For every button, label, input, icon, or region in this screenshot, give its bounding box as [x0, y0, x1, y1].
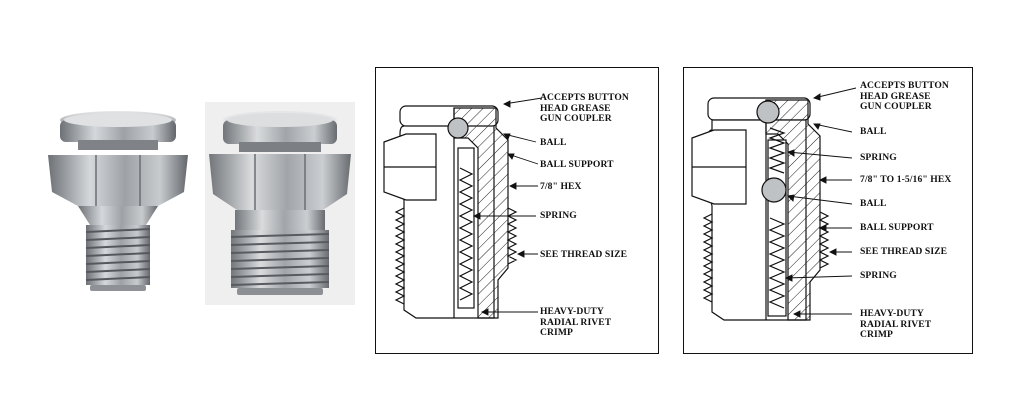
label-thread-size: SEE THREAD SIZE: [540, 249, 628, 260]
label-hex: 7/8" TO 1-5/16" HEX: [860, 174, 952, 185]
label-ball-top: BALL: [860, 126, 887, 137]
label-ball-bottom: BALL: [860, 198, 887, 209]
fitting-photo-small: [38, 100, 196, 300]
label-thread-size: SEE THREAD SIZE: [860, 246, 948, 257]
fitting-photo-large: [205, 102, 355, 305]
label-ball-support: BALL SUPPORT: [860, 222, 934, 233]
label-spring: SPRING: [540, 210, 577, 221]
cross-section-diagram-double-ball: ACCEPTS BUTTON HEAD GREASE GUN COUPLER B…: [683, 67, 973, 354]
label-spring-top: SPRING: [860, 152, 897, 163]
label-crimp: HEAVY-DUTY RADIAL RIVET CRIMP: [540, 306, 612, 338]
label-spring-bottom: SPRING: [860, 270, 897, 281]
label-hex: 7/8" HEX: [540, 181, 582, 192]
label-ball: BALL: [540, 137, 567, 148]
label-ball-support: BALL SUPPORT: [540, 159, 614, 170]
cross-section-diagram-single-ball: ACCEPTS BUTTON HEAD GREASE GUN COUPLER B…: [375, 67, 659, 354]
label-crimp: HEAVY-DUTY RADIAL RIVET CRIMP: [860, 308, 932, 340]
label-accepts-coupler: ACCEPTS BUTTON HEAD GREASE GUN COUPLER: [540, 92, 629, 124]
label-accepts-coupler: ACCEPTS BUTTON HEAD GREASE GUN COUPLER: [860, 80, 949, 112]
